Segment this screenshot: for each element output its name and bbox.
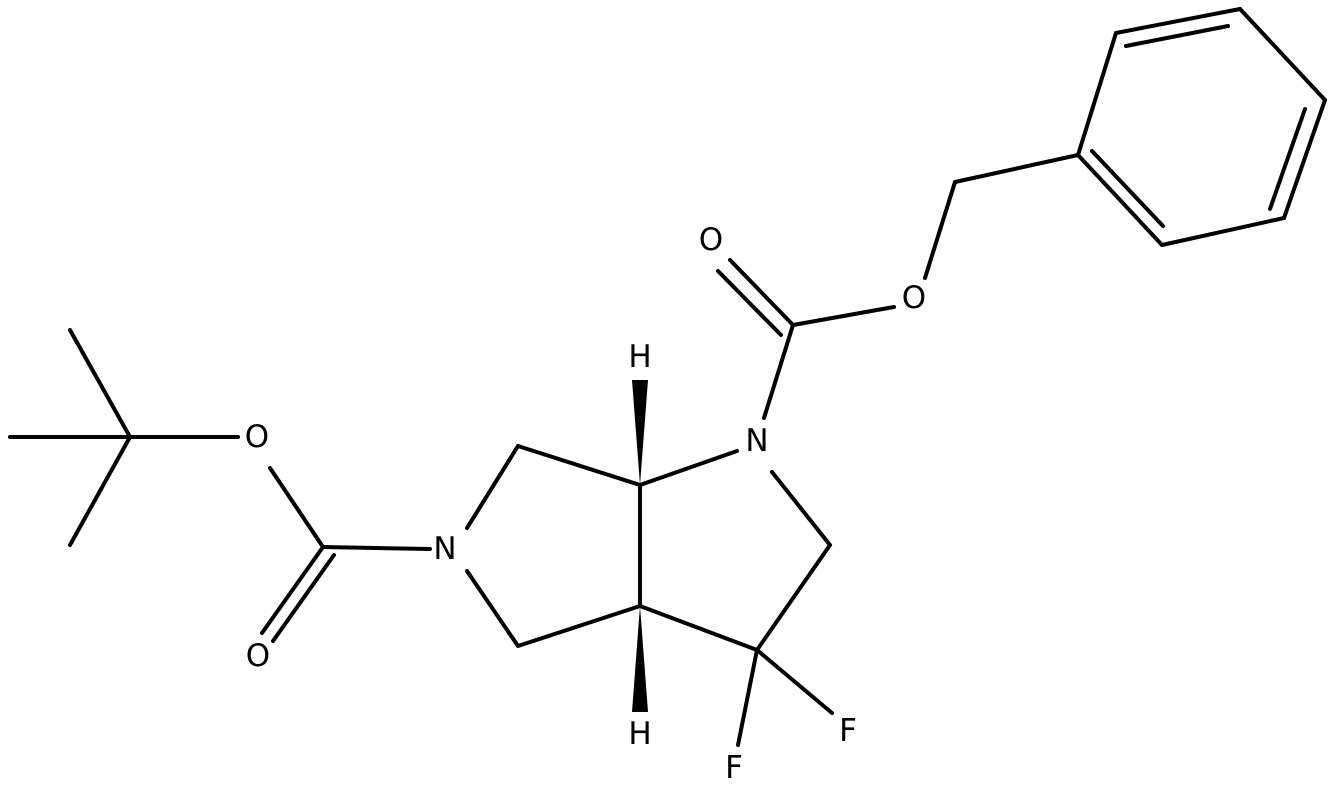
atom-label-h-bottom: H	[628, 716, 651, 752]
bond	[1114, 7, 1242, 35]
bond	[728, 258, 795, 327]
atom-label-o-ester-cbz: O	[902, 280, 926, 316]
bond	[68, 435, 132, 547]
bond	[271, 553, 336, 643]
bicyclic-core	[465, 380, 832, 712]
bond	[1090, 149, 1165, 228]
bond	[1124, 24, 1230, 48]
bond	[465, 569, 520, 648]
bond	[791, 305, 896, 327]
bond	[638, 604, 759, 652]
bond	[268, 466, 325, 549]
bond	[321, 545, 432, 551]
bond	[770, 470, 832, 547]
bond	[736, 648, 759, 747]
bond	[1160, 216, 1286, 247]
cbz-group	[716, 153, 1080, 420]
atom-label-n5: N	[433, 531, 456, 567]
bond	[923, 180, 957, 280]
bond	[516, 604, 642, 648]
bond	[762, 323, 795, 420]
benzene-ring	[1076, 7, 1327, 247]
bond	[1076, 31, 1118, 157]
bond	[755, 648, 834, 715]
atom-label-n1: N	[745, 423, 768, 459]
bond	[68, 328, 132, 439]
stereo-wedge-top	[632, 380, 648, 485]
bond	[1268, 107, 1307, 211]
bond	[260, 545, 325, 635]
bond	[465, 444, 520, 530]
bond	[638, 449, 739, 487]
atom-label-o-carbonyl-cbz: O	[699, 222, 723, 258]
atom-label-f-bottom: F	[725, 750, 743, 786]
atom-label-h-top: H	[628, 339, 651, 375]
atom-label-o-ester-boc: O	[245, 419, 269, 455]
atom-label-o-carbonyl-boc: O	[246, 638, 270, 674]
bond	[716, 269, 783, 337]
bond	[1238, 7, 1327, 102]
bond	[755, 543, 832, 652]
bond	[1076, 153, 1164, 247]
atom-label-f-right: F	[839, 713, 857, 749]
bond	[1282, 98, 1327, 220]
difluoro-group	[736, 648, 834, 747]
boc-group	[8, 328, 432, 643]
bond	[516, 444, 642, 487]
stereo-wedge-bottom	[632, 606, 648, 712]
bond	[953, 153, 1080, 184]
